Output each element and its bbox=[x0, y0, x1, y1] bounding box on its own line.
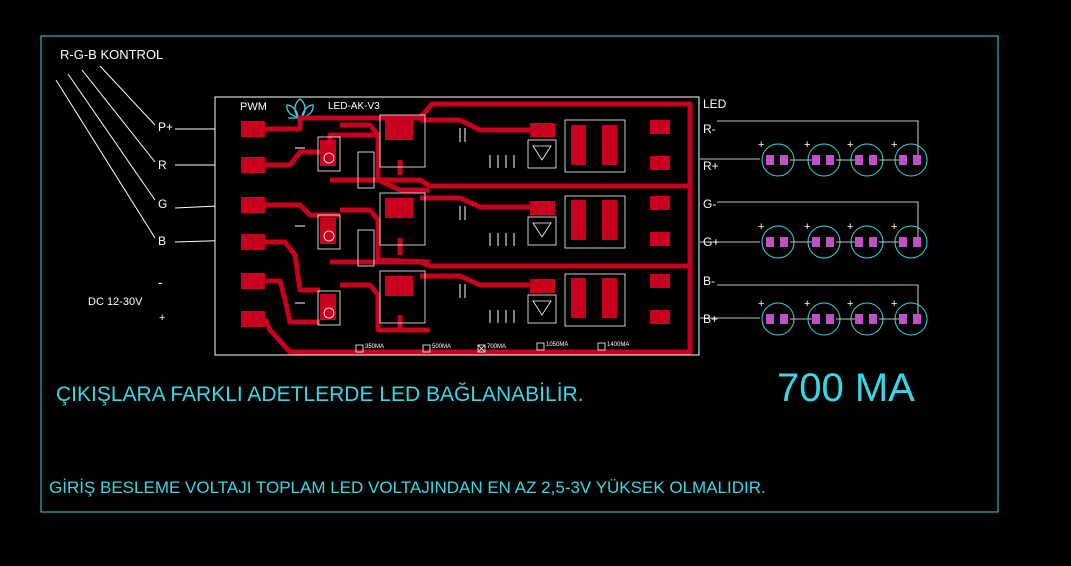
output-wiring bbox=[700, 120, 919, 319]
control-lines bbox=[55, 65, 241, 243]
led-polarity-mark: + bbox=[847, 298, 853, 310]
led-polarity-mark: + bbox=[758, 139, 764, 151]
led-unit: + bbox=[804, 298, 841, 336]
led-groups: + + + + + + + + + + + + bbox=[758, 139, 928, 336]
input-g-label: G bbox=[158, 197, 168, 211]
current-option-350: 350MA bbox=[365, 344, 385, 350]
led-polarity-mark: + bbox=[804, 298, 810, 310]
current-option-500: 500MA bbox=[432, 344, 452, 350]
led-unit: + bbox=[758, 139, 795, 177]
output-r-minus-label: R- bbox=[703, 122, 716, 136]
current-selector bbox=[355, 342, 606, 353]
outer-frame bbox=[40, 35, 999, 513]
led-unit: + bbox=[847, 298, 884, 336]
output-g-plus-label: G+ bbox=[703, 235, 720, 249]
input-pads bbox=[241, 121, 265, 327]
led-unit: + bbox=[804, 221, 841, 259]
input-p-plus-label: P+ bbox=[158, 120, 174, 134]
current-option-700: 700MA bbox=[487, 344, 507, 350]
led-polarity-mark: + bbox=[891, 298, 897, 310]
led-unit: + bbox=[847, 139, 884, 177]
current-option-1050: 1050MA bbox=[546, 342, 569, 348]
led-polarity-mark: + bbox=[804, 139, 810, 151]
pwm-label: PWM bbox=[240, 101, 267, 113]
led-polarity-mark: + bbox=[891, 139, 897, 151]
led-unit: + bbox=[758, 298, 795, 336]
led-label: LED bbox=[703, 97, 727, 111]
led-unit: + bbox=[847, 221, 884, 259]
output-b-plus-label: B+ bbox=[703, 312, 719, 326]
voltage-note: GİRİŞ BESLEME VOLTAJI TOPLAM LED VOLTAJI… bbox=[49, 478, 766, 497]
output-g-minus-label: G- bbox=[703, 197, 717, 211]
dc-range-label: DC 12-30V bbox=[88, 296, 143, 308]
led-polarity-mark: + bbox=[891, 221, 897, 233]
input-b-label: B bbox=[158, 234, 167, 248]
passive-marks bbox=[295, 128, 515, 323]
led-polarity-mark: + bbox=[758, 221, 764, 233]
led-unit: + bbox=[891, 221, 928, 259]
led-polarity-mark: + bbox=[758, 298, 764, 310]
board-name-label: LED-AK-V3 bbox=[328, 101, 380, 112]
dc-minus-label: - bbox=[158, 274, 163, 290]
current-value: 700 MA bbox=[777, 366, 915, 410]
led-polarity-mark: + bbox=[804, 221, 810, 233]
current-option-1400: 1400MA bbox=[607, 342, 630, 348]
led-unit: + bbox=[758, 221, 795, 259]
output-r-plus-label: R+ bbox=[703, 159, 719, 173]
led-polarity-mark: + bbox=[847, 221, 853, 233]
led-unit: + bbox=[804, 139, 841, 177]
component-outlines bbox=[317, 114, 626, 327]
power-components bbox=[320, 120, 670, 324]
led-unit: + bbox=[891, 298, 928, 336]
rgb-control-label: R-G-B KONTROL bbox=[60, 47, 164, 62]
dc-plus-label: + bbox=[159, 312, 166, 324]
led-polarity-mark: + bbox=[847, 139, 853, 151]
outputs-note: ÇIKIŞLARA FARKLI ADETLERDE LED BAĞLANABİ… bbox=[56, 383, 584, 406]
input-r-label: R bbox=[158, 158, 167, 172]
output-b-minus-label: B- bbox=[703, 274, 715, 288]
led-unit: + bbox=[891, 139, 928, 177]
